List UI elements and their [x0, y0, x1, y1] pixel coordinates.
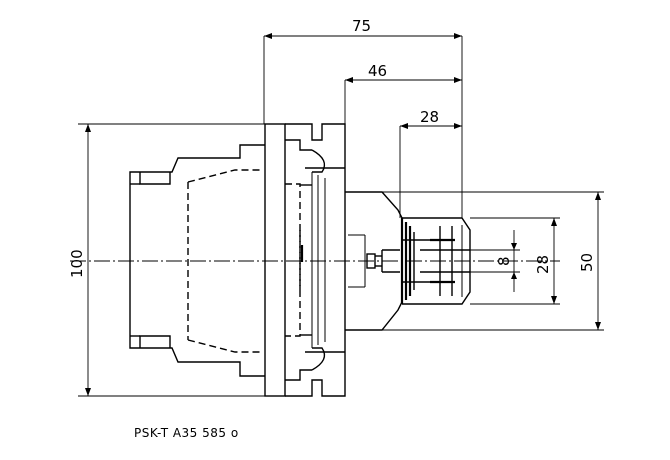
dimension-28-length: 28 — [399, 108, 462, 218]
dim-label-50: 50 — [578, 253, 596, 272]
dim-label-28-diameter: 28 — [534, 255, 552, 274]
dim-label-100: 100 — [68, 249, 86, 278]
nose-adapter — [344, 191, 403, 331]
part-caption: PSK-T A35 585 o — [134, 426, 239, 440]
dimension-28-diameter: 28 — [470, 217, 560, 305]
dimension-50: 50 — [382, 191, 604, 331]
dim-label-8: 8 — [495, 256, 513, 266]
dim-label-46: 46 — [368, 62, 387, 80]
collet — [400, 217, 471, 305]
dim-label-28-length: 28 — [420, 108, 439, 126]
dimension-75: 75 — [263, 17, 463, 218]
dimension-8: 8 — [470, 230, 520, 292]
dim-label-75: 75 — [352, 17, 371, 35]
dimension-100: 100 — [68, 123, 265, 397]
dimension-46: 46 — [344, 62, 462, 124]
flange — [264, 123, 346, 397]
shank-body — [129, 144, 301, 377]
